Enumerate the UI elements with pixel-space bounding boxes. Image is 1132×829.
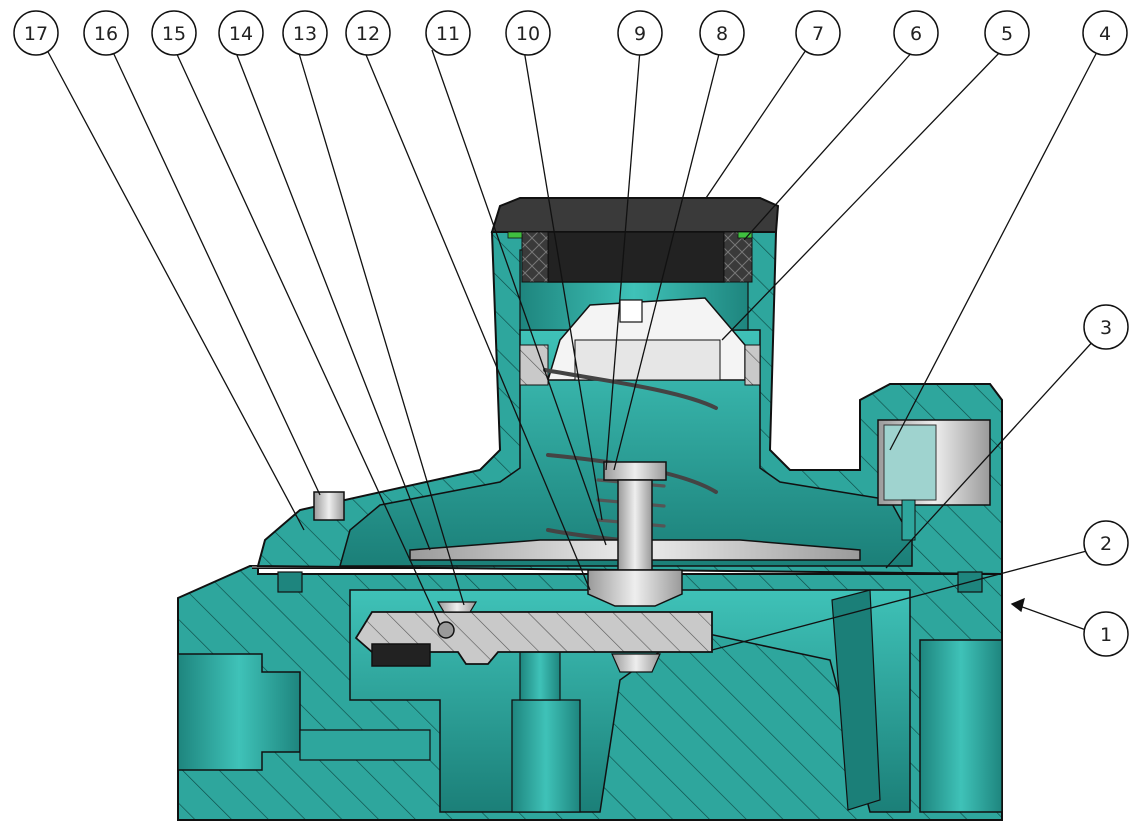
balloon-3-label: 3 xyxy=(1100,317,1112,339)
upper-bonnet xyxy=(256,231,1003,576)
balloon-13: 13 xyxy=(282,10,328,56)
balloon-17: 17 xyxy=(13,10,59,56)
valve-stem xyxy=(587,461,683,673)
balloon-16-label: 16 xyxy=(94,23,118,45)
balloon-15: 15 xyxy=(151,10,197,56)
balloon-9-label: 9 xyxy=(634,23,646,45)
balloon-2: 2 xyxy=(1083,520,1129,566)
leader-3 xyxy=(885,326,1107,569)
balloon-1-label: 1 xyxy=(1100,624,1112,646)
balloon-15-label: 15 xyxy=(162,23,186,45)
top-cap xyxy=(490,197,780,283)
balloon-8: 8 xyxy=(699,10,745,56)
leader-11 xyxy=(431,49,607,546)
leader-10 xyxy=(523,49,603,521)
balloon-7: 7 xyxy=(795,10,841,56)
balloon-5: 5 xyxy=(984,10,1030,56)
balloon-1: 1 xyxy=(1083,611,1129,657)
leader-7 xyxy=(705,49,807,199)
callout-balloons: 17 16 15 14 13 12 11 10 xyxy=(13,10,1129,657)
leader-13 xyxy=(297,49,465,606)
balloon-11-label: 11 xyxy=(436,23,460,45)
balloon-16: 16 xyxy=(83,10,129,56)
leader-17 xyxy=(46,49,305,531)
balloon-2-label: 2 xyxy=(1100,533,1112,555)
lever-arm xyxy=(354,601,713,667)
balloon-12: 12 xyxy=(345,10,391,56)
flange-screws xyxy=(277,571,983,593)
vent-plug xyxy=(313,491,345,521)
balloon-3: 3 xyxy=(1083,304,1129,350)
leader-12 xyxy=(363,49,591,591)
leader-1-arrowhead xyxy=(1010,597,1025,613)
balloon-10-label: 10 xyxy=(516,23,540,45)
balloon-4-label: 4 xyxy=(1099,23,1111,45)
leader-16 xyxy=(111,49,321,496)
leader-6 xyxy=(743,49,915,241)
leader-9 xyxy=(605,49,641,471)
leader-2 xyxy=(711,547,1099,651)
balloon-14: 14 xyxy=(218,10,264,56)
lower-body xyxy=(177,565,1003,821)
callout-leader-lines xyxy=(46,49,1107,651)
balloon-4: 4 xyxy=(1082,10,1128,56)
balloon-5-label: 5 xyxy=(1001,23,1013,45)
balloon-13-label: 13 xyxy=(293,23,317,45)
balloon-6-label: 6 xyxy=(910,23,922,45)
balloon-7-label: 7 xyxy=(812,23,824,45)
balloon-6: 6 xyxy=(893,10,939,56)
balloon-14-label: 14 xyxy=(229,23,253,45)
leader-1 xyxy=(1013,603,1087,631)
balloon-17-label: 17 xyxy=(24,23,48,45)
balloon-9: 9 xyxy=(617,10,663,56)
balloon-8-label: 8 xyxy=(716,23,728,45)
leader-8 xyxy=(613,49,721,471)
side-inlet-fitting xyxy=(877,419,991,541)
balloon-10: 10 xyxy=(505,10,551,56)
leader-14 xyxy=(234,49,431,551)
leader-4 xyxy=(889,49,1099,451)
leader-5 xyxy=(721,49,1003,341)
balloon-12-label: 12 xyxy=(356,23,380,45)
leader-15 xyxy=(174,49,441,626)
balloon-11: 11 xyxy=(425,10,471,56)
